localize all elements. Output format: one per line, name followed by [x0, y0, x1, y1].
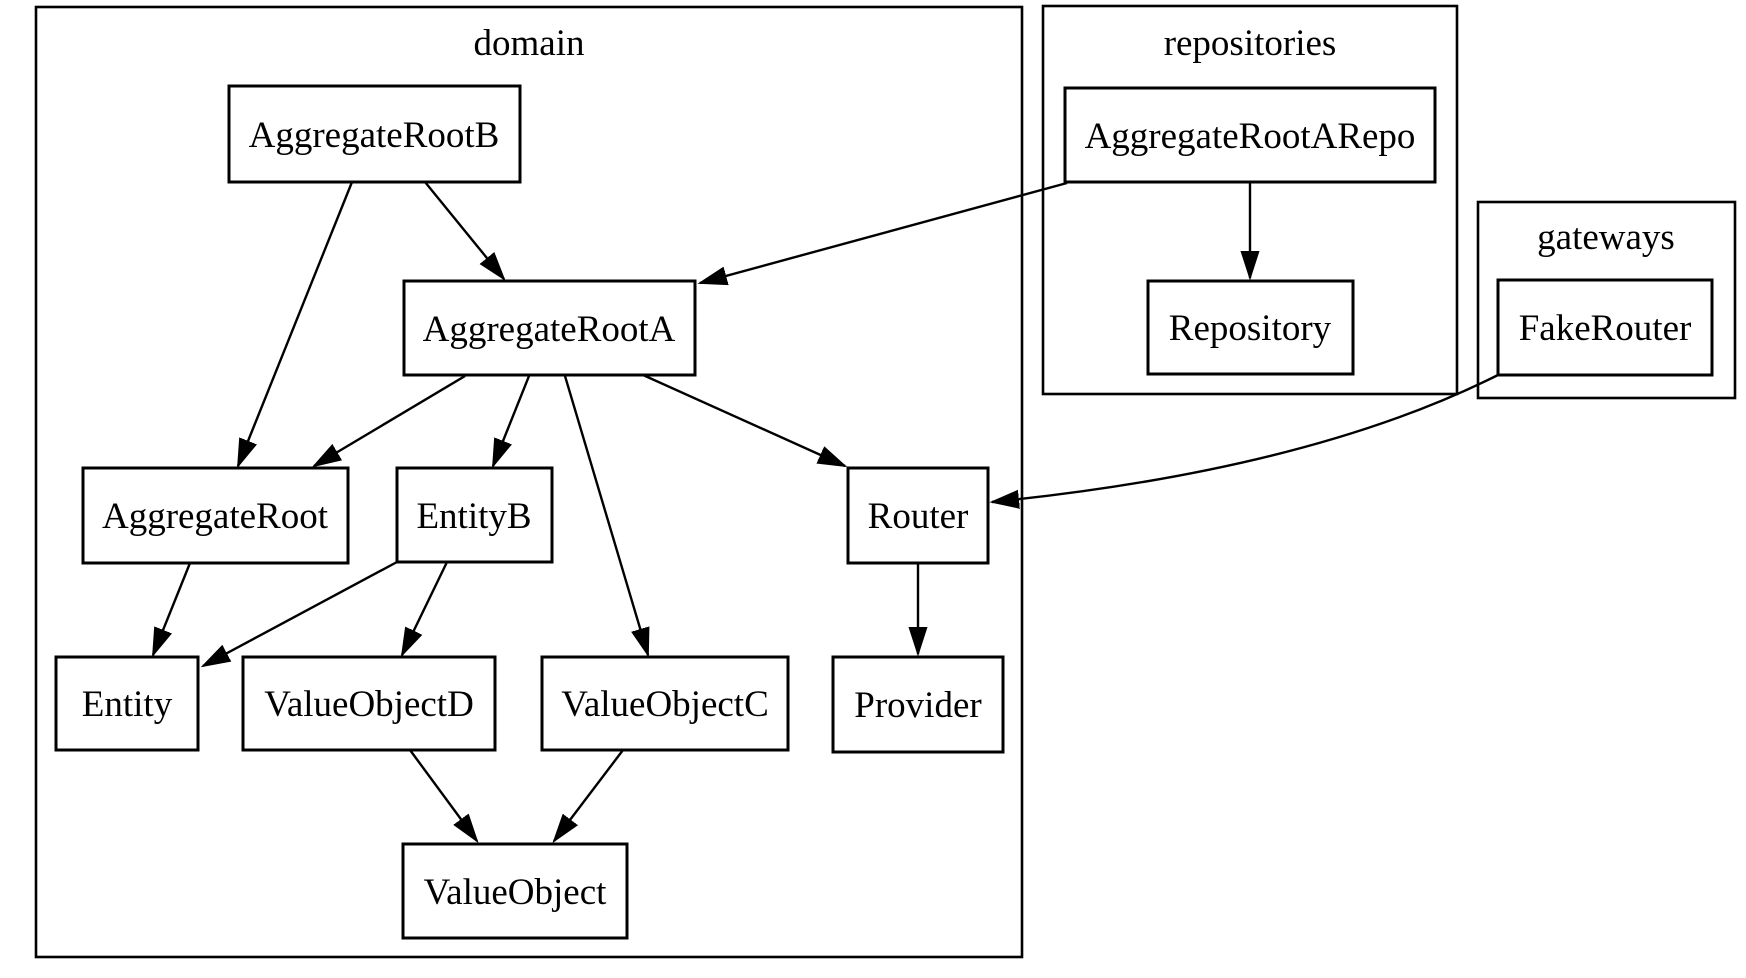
- node-valueobjectc: ValueObjectC: [540, 655, 790, 752]
- node-provider-box: [831, 655, 1005, 754]
- node-valueobject-box: [401, 842, 629, 940]
- cluster-domain-border: [34, 5, 1024, 959]
- node-provider: Provider: [831, 655, 1005, 754]
- cluster-gateways-border: [1476, 200, 1737, 400]
- cluster-domain-label: domain: [474, 23, 585, 64]
- edge-aggregateroota-to-valueobjectc: [563, 375, 648, 655]
- node-valueobjectc-label: ValueObjectC: [561, 684, 769, 725]
- edge-aggregateroot-to-entity: [151, 562, 192, 655]
- node-entityb-label: EntityB: [416, 496, 531, 537]
- node-fakerouter-label: FakeRouter: [1519, 308, 1692, 349]
- node-valueobject-label: ValueObject: [424, 872, 608, 913]
- node-aggregaterootb-box: [227, 84, 522, 184]
- node-entityb: EntityB: [395, 466, 554, 564]
- edge-aggregaterootb-to-aggregateroota: [424, 181, 504, 279]
- node-repository: Repository: [1146, 279, 1355, 376]
- cluster-repositories-label: repositories: [1164, 23, 1337, 64]
- node-aggregateroot-label: AggregateRoot: [102, 496, 329, 537]
- node-repository-label: Repository: [1169, 308, 1332, 349]
- node-fakerouter: FakeRouter: [1496, 278, 1714, 377]
- cluster-gateways-label: gateways: [1537, 217, 1675, 258]
- edge-aggregateroota-to-aggregateroot: [314, 374, 466, 466]
- node-router-box: [846, 466, 990, 565]
- node-aggregateroot-box: [81, 466, 350, 565]
- node-entity: Entity: [54, 655, 200, 752]
- edge-aggregateroota-to-entityb: [491, 375, 531, 466]
- edge-aggregaterootarepo-to-aggregateroota: [700, 181, 1068, 283]
- node-aggregaterootb: AggregateRootB: [227, 84, 522, 184]
- node-aggregateroota-label: AggregateRootA: [423, 309, 676, 350]
- node-aggregaterootarepo-box: [1063, 86, 1437, 184]
- cluster-repositories-border: [1041, 4, 1459, 396]
- node-entity-box: [54, 655, 200, 752]
- node-aggregaterootarepo-label: AggregateRootARepo: [1085, 116, 1416, 157]
- node-router: Router: [846, 466, 990, 565]
- node-valueobjectd-label: ValueObjectD: [264, 684, 474, 725]
- node-aggregateroota: AggregateRootA: [402, 279, 697, 377]
- cluster-repositories: repositories: [1041, 4, 1459, 396]
- node-entity-label: Entity: [82, 684, 173, 725]
- edge-entityb-to-valueobjectd: [402, 561, 449, 655]
- edge-aggregaterootb-to-aggregateroot: [236, 181, 354, 466]
- node-provider-label: Provider: [854, 685, 981, 726]
- edge-aggregateroota-to-router: [642, 373, 845, 468]
- node-aggregateroota-box: [402, 279, 697, 377]
- node-aggregateroot: AggregateRoot: [81, 466, 350, 565]
- node-repository-box: [1146, 279, 1355, 376]
- node-valueobjectd-box: [241, 655, 497, 752]
- edge-valueobjectc-to-valueobject: [554, 749, 624, 841]
- edge-entityb-to-entity: [203, 560, 398, 666]
- node-valueobjectc-box: [540, 655, 790, 752]
- node-router-label: Router: [868, 496, 969, 537]
- edge-valueobjectd-to-valueobject: [409, 749, 477, 841]
- node-fakerouter-box: [1496, 278, 1714, 377]
- node-entityb-box: [395, 466, 554, 564]
- edge-fakerouter-to-router: [992, 372, 1501, 502]
- node-valueobjectd: ValueObjectD: [241, 655, 497, 752]
- node-aggregaterootb-label: AggregateRootB: [249, 115, 500, 156]
- node-valueobject: ValueObject: [401, 842, 629, 940]
- node-aggregaterootarepo: AggregateRootARepo: [1063, 86, 1437, 184]
- cluster-domain: domain: [34, 5, 1024, 959]
- edges: [151, 181, 1501, 841]
- cluster-gateways: gateways: [1476, 200, 1737, 400]
